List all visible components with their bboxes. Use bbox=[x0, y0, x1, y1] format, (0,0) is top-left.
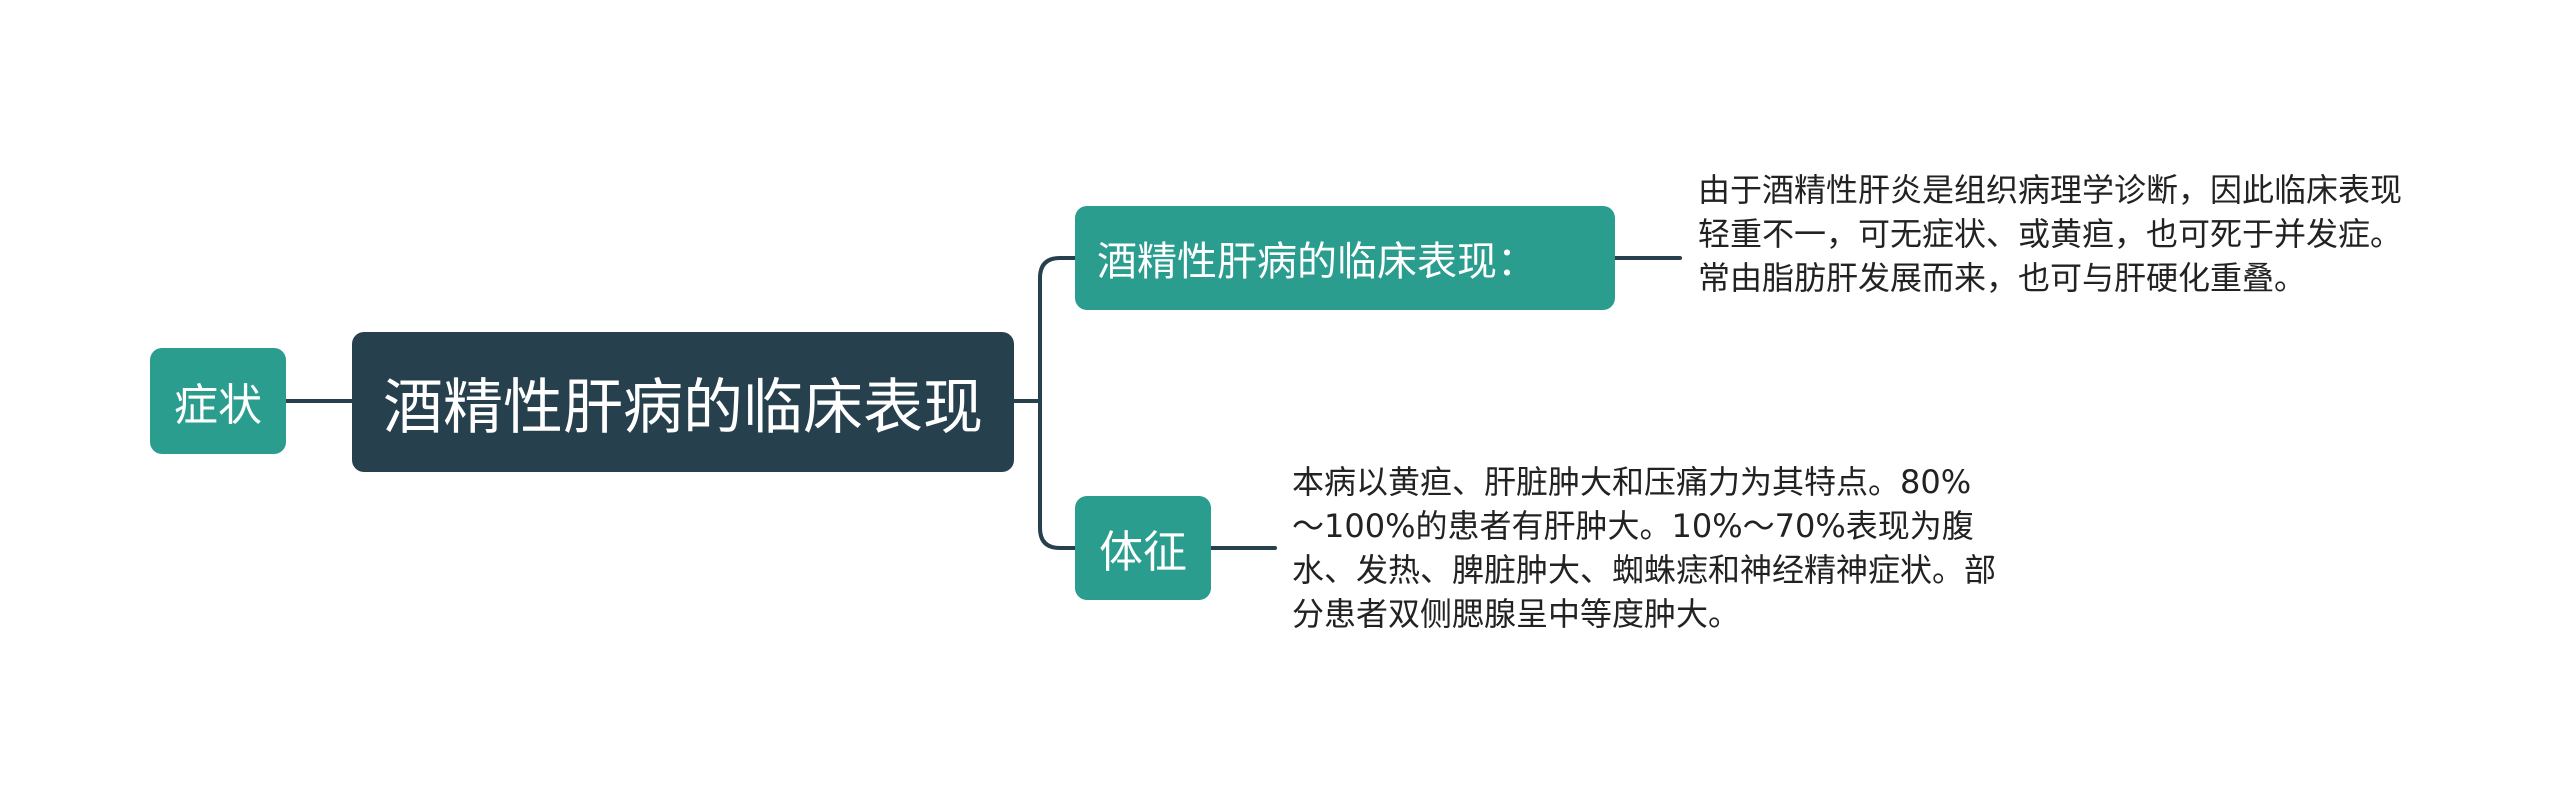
central-topic-node[interactable]: 酒精性肝病的临床表现 bbox=[352, 332, 1014, 472]
branch-node-label: 体征 bbox=[1099, 527, 1187, 578]
connector-to-branch-2 bbox=[1038, 399, 1077, 550]
detail-text-physical-signs: 本病以黄疸、肝脏肿大和压痛力为其特点。80%～100%的患者有肝肿大。10%～7… bbox=[1292, 463, 1997, 633]
branch-node-physical-signs[interactable]: 体征 bbox=[1075, 496, 1211, 600]
root-node-symptoms[interactable]: 症状 bbox=[150, 348, 286, 454]
detail-text-clinical-manifestation: 由于酒精性肝炎是组织病理学诊断，因此临床表现轻重不一，可无症状、或黄疸，也可死于… bbox=[1698, 171, 2403, 297]
branch-node-clinical-manifestation[interactable]: 酒精性肝病的临床表现： bbox=[1075, 206, 1615, 310]
central-topic-label: 酒精性肝病的临床表现 bbox=[383, 372, 983, 443]
root-node-label: 症状 bbox=[174, 380, 262, 431]
connector-to-branch-1 bbox=[1038, 256, 1077, 403]
branch-node-label: 酒精性肝病的临床表现： bbox=[1097, 239, 1537, 285]
